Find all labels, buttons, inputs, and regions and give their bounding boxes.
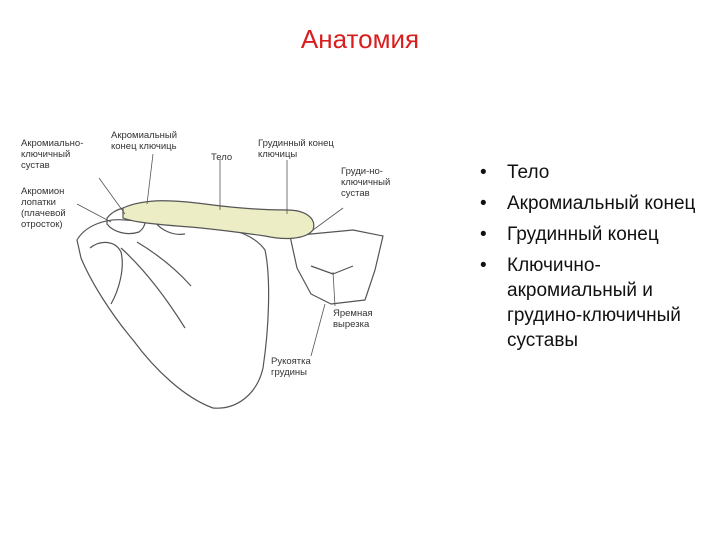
clavicle-anatomy-figure: Акромиально- ключичный сустав Акромиальн… xyxy=(15,118,415,418)
manubrium-outline xyxy=(289,229,384,305)
label-jugular-notch: Яремная вырезка xyxy=(333,308,373,330)
label-acromion: Акромион лопатки (плачевой отросток) xyxy=(21,186,66,230)
leader-sternoclavicular xyxy=(312,207,344,231)
scapula-glenoid xyxy=(89,241,123,305)
leader-jugular-notch xyxy=(332,271,336,307)
bullet-list: Тело Акромиальный конец Грудинный конец … xyxy=(478,160,718,359)
leader-acromion xyxy=(76,203,112,223)
label-manubrium: Рукоятка грудины xyxy=(271,356,311,378)
manubrium-notch xyxy=(310,265,354,275)
label-acromial-end: Акромиальный конец ключиць xyxy=(111,130,178,152)
scapula-outline xyxy=(76,214,270,409)
leader-acromioclavicular xyxy=(98,177,126,215)
scapula-ridge-2 xyxy=(136,241,192,287)
label-sternal-end: Грудинный конец ключицы xyxy=(258,138,334,160)
clavicle-illustration xyxy=(76,153,384,409)
label-sternoclavicular-joint: Груди-но- ключичный сустав xyxy=(341,166,391,199)
label-acromioclavicular-joint: Акромиально- ключичный сустав xyxy=(21,138,84,171)
bullet-item: Тело xyxy=(478,160,718,185)
clavicle-body xyxy=(122,200,315,240)
scapula-ridge xyxy=(120,247,186,329)
bullet-item: Грудинный конец xyxy=(478,222,718,247)
bullet-item: Ключично-акромиальный и грудино-ключичны… xyxy=(478,253,718,353)
leader-acromial-end xyxy=(146,153,154,205)
label-body: Тело xyxy=(211,152,233,163)
slide-title: Анатомия xyxy=(300,24,420,54)
leader-manubrium xyxy=(310,303,326,357)
bullet-item: Акромиальный конец xyxy=(478,191,718,216)
